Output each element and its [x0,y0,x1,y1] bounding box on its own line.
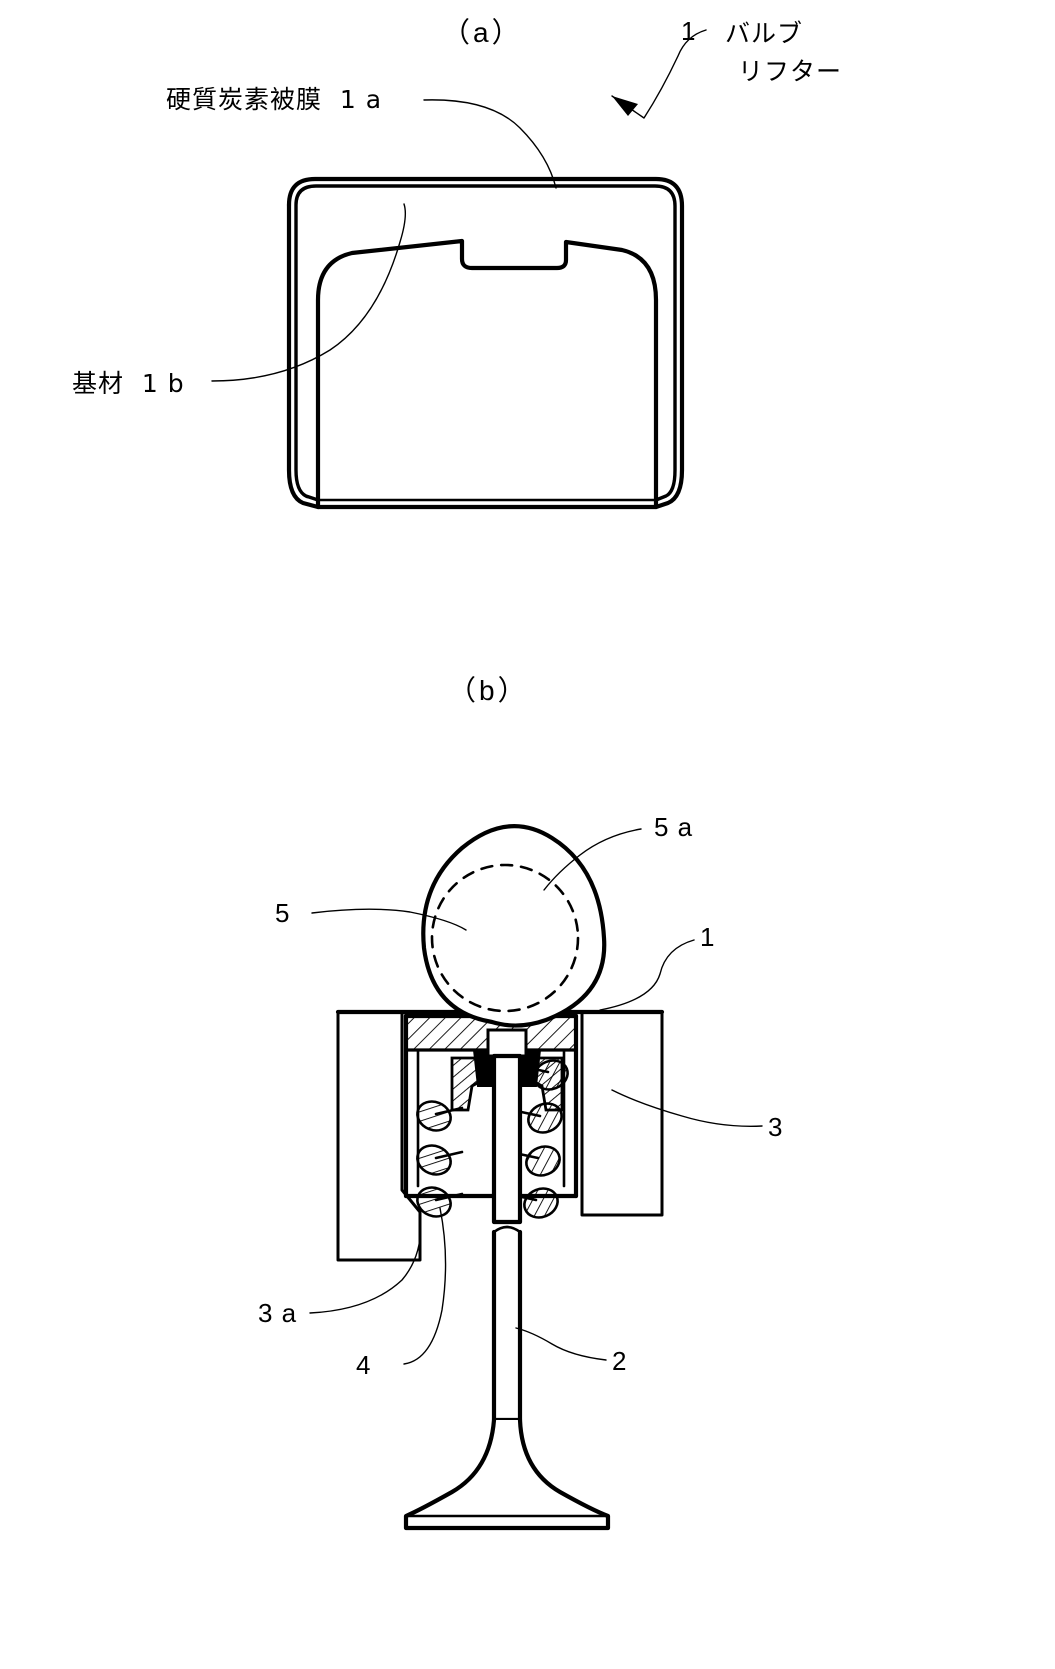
label-lifter-ref-a: 1 [681,16,696,46]
leader-cam-nose [543,828,642,891]
hard-carbon-coating-layer [286,176,685,510]
spring-coil-left [416,1100,464,1218]
leader-valve [515,1327,607,1361]
leader-cylinder-head [611,1089,763,1127]
label-hard-carbon-coating: 硬質炭素被膜 1 a [166,85,382,114]
caption-fig-b: （b） [448,675,529,706]
valve [403,1028,611,1531]
leader-coating [423,99,557,189]
leader-lifter [599,939,695,1011]
label-cylinder-head: 3 [768,1112,783,1142]
figure-b-group [309,824,763,1531]
lifter-bore-wall [400,1188,422,1214]
leader-substrate [211,203,407,382]
cam-lobe [421,824,607,1028]
label-valve-spring: 4 [356,1350,371,1380]
label-lifter-bore: 3 a [258,1298,297,1328]
leader-valve-lifter-arrow [611,29,707,119]
label-base-material: 基材 1 b [72,369,185,398]
spring-retainer [450,1049,564,1112]
label-cam: 5 [275,898,290,928]
label-cam-nose: 5 a [654,812,693,842]
cylinder-head-right [580,1010,664,1217]
label-lifter-name-line2: リフター [738,57,842,86]
caption-fig-a: （a） [442,17,523,48]
label-valve: 2 [612,1346,627,1376]
leader-cam [311,908,467,931]
label-lifter-name-line1: バルブ [725,19,803,48]
label-lifter-b: 1 [700,922,715,952]
figure-a-group [211,29,707,510]
lifter-inner-cavity [315,238,659,510]
leader-valve-spring [403,1207,447,1365]
leader-lifter-bore [309,1215,422,1314]
lifter-substrate-body [294,184,677,502]
